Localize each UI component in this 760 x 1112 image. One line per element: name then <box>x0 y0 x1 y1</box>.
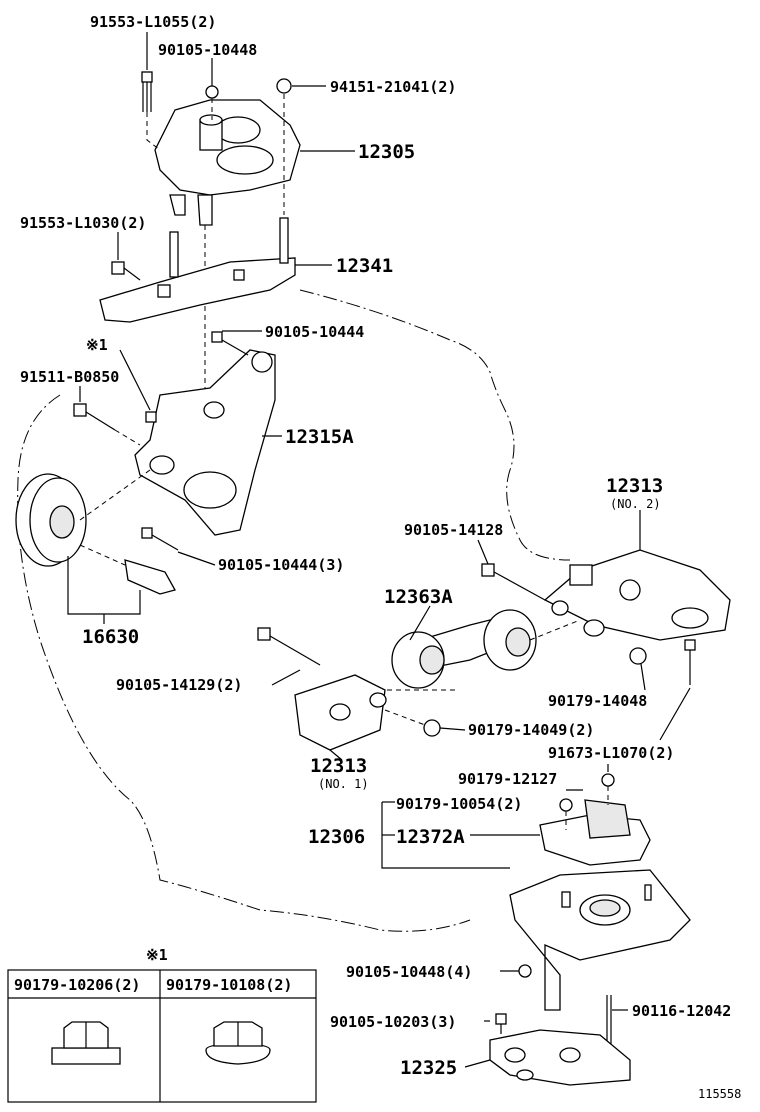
pulley-16630 <box>15 473 176 595</box>
label-91511-B0850: 91511-B0850 <box>20 368 119 386</box>
legend-col2-label: 90179-10108(2) <box>166 976 292 994</box>
label-12325: 12325 <box>400 1057 457 1079</box>
label-12341: 12341 <box>336 255 393 277</box>
flange-nut-icon-2 <box>205 1021 271 1065</box>
bolts-90105-10444-3 <box>141 527 179 551</box>
label-90105-14128: 90105-14128 <box>404 521 503 539</box>
label-90179-14049: 90179-14049(2) <box>468 721 594 739</box>
label-90179-10054: 90179-10054(2) <box>396 795 522 813</box>
label-94151-21041: 94151-21041(2) <box>330 78 456 96</box>
bolt-90105-14129 <box>257 627 321 666</box>
label-90179-14048: 90179-14048 <box>548 692 647 710</box>
label-12313-no2: 12313 <box>606 475 663 497</box>
plate-12341 <box>99 217 296 323</box>
bolt-90105-10448 <box>205 85 219 99</box>
label-90105-10444-3: 90105-10444(3) <box>218 556 344 574</box>
label-90105-14129: 90105-14129(2) <box>116 676 242 694</box>
label-16630: 16630 <box>82 626 139 648</box>
bolt-91553-L1030 <box>111 261 141 281</box>
label-90105-10203: 90105-10203(3) <box>330 1013 456 1031</box>
label-12315A: 12315A <box>285 426 354 448</box>
engine-outline <box>299 289 571 561</box>
drawing-number: 115558 <box>698 1087 741 1101</box>
mount-12372A <box>539 799 651 866</box>
bracket-12313-no2 <box>543 549 731 641</box>
bolt-91553-L1055 <box>141 71 153 112</box>
flange-nut-icon-1 <box>51 1021 121 1065</box>
label-12363A: 12363A <box>384 586 453 608</box>
label-mark1: ※1 <box>86 336 108 354</box>
label-91553-L1030: 91553-L1030(2) <box>20 214 146 232</box>
label-91673-L1070: 91673-L1070(2) <box>548 744 674 762</box>
bracket-12325 <box>489 1029 631 1086</box>
label-91553-L1055: 91553-L1055(2) <box>90 13 216 31</box>
nut-mark1 <box>145 411 157 423</box>
bracket-12313-no1 <box>294 674 387 751</box>
mount-base-12306 <box>509 869 691 1011</box>
bolt-91511-B0850 <box>73 403 141 446</box>
nut-90179-12127 <box>601 773 615 787</box>
label-12372A: 12372A <box>396 826 465 848</box>
label-no1: (NO. 1) <box>318 777 369 791</box>
label-12305: 12305 <box>358 141 415 163</box>
label-90179-12127: 90179-12127 <box>458 770 557 788</box>
bolt-90105-10444 <box>211 331 249 356</box>
mount-bracket-12305 <box>154 99 301 226</box>
bolt-90105-10203 <box>495 1013 507 1034</box>
legend-mark: ※1 <box>146 946 168 964</box>
label-12306: 12306 <box>308 826 365 848</box>
nut-94151-21041 <box>276 78 292 94</box>
bolt-90105-10448-4 <box>518 964 532 978</box>
bolt-90105-14128 <box>481 563 546 601</box>
label-12313-no1: 12313 <box>310 755 367 777</box>
label-90105-10448-4: 90105-10448(4) <box>346 963 472 981</box>
nut-90179-14048 <box>629 647 647 665</box>
label-90105-10448: 90105-10448 <box>158 41 257 59</box>
bracket-12315A <box>134 349 276 536</box>
label-no2: (NO. 2) <box>610 497 661 511</box>
nut-90179-14049 <box>423 719 441 737</box>
label-90105-10444: 90105-10444 <box>265 323 364 341</box>
label-90116-12042: 90116-12042 <box>632 1002 731 1020</box>
torque-rod-12363A <box>391 609 537 689</box>
legend-col1-label: 90179-10206(2) <box>14 976 140 994</box>
legend-box: ※1 90179-10206(2) 90179-10108(2) <box>7 946 317 1103</box>
nut-90179-10054 <box>559 798 573 812</box>
bolt-91673-L1070 <box>684 639 696 685</box>
